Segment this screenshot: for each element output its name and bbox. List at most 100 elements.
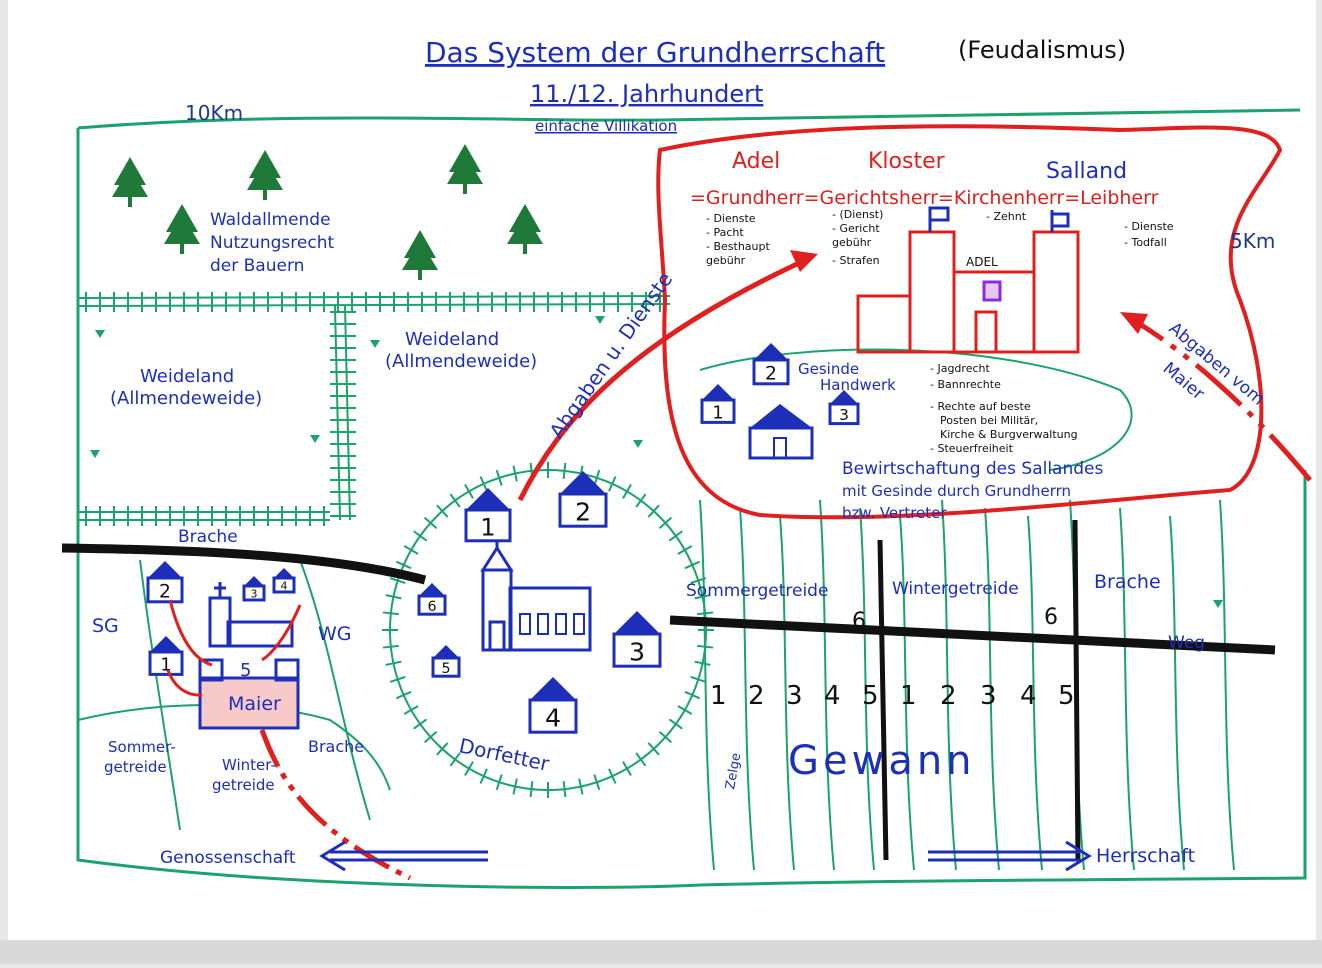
maier-label: Maier: [228, 693, 281, 715]
svg-text:4: 4: [1020, 681, 1037, 711]
salland-label: Salland: [1046, 159, 1127, 184]
house-number: 3: [839, 406, 849, 424]
tree-icon: [112, 157, 148, 207]
svg-text:Sommer-: Sommer-: [108, 738, 176, 756]
salland-hill: [699, 348, 1133, 471]
svg-text:1: 1: [900, 681, 917, 711]
house-number: 1: [160, 656, 171, 676]
genossenschaft-arrow: [319, 840, 488, 872]
herrschaft-arrow: [928, 840, 1092, 872]
maier-number: 5: [240, 660, 251, 681]
wg-label: WG: [318, 623, 352, 645]
castle-label: ADEL: [966, 255, 998, 269]
svg-text:3: 3: [786, 681, 803, 711]
svg-text:gebühr: gebühr: [832, 236, 872, 249]
svg-text:- Strafen: - Strafen: [832, 254, 880, 267]
grass-mark: [310, 435, 320, 443]
six-left: 6: [852, 609, 866, 634]
wintergetreide-label: Wintergetreide: [892, 579, 1019, 599]
road-left: [61, 543, 427, 585]
gesinde-house: [748, 404, 814, 460]
gesinde-label: Gesinde: [798, 360, 859, 378]
subtitle-2: einfache Villikation: [535, 117, 677, 135]
grass-mark: [90, 450, 100, 458]
svg-text:- Bannrechte: - Bannrechte: [930, 378, 1001, 391]
svg-text:3: 3: [980, 681, 997, 711]
genossenschaft-label: Genossenschaft: [160, 848, 296, 868]
svg-text:gebühr: gebühr: [706, 254, 746, 267]
kloster-label: Kloster: [868, 149, 946, 174]
weg-label: Weg: [1168, 633, 1205, 653]
fence-brache: [78, 511, 330, 521]
brache-right-label: Brache: [1094, 571, 1161, 593]
gewann-label: Gewann: [788, 738, 976, 784]
house-number: 4: [545, 704, 561, 733]
dorfetter-ring: [389, 469, 707, 791]
house-number: 2: [159, 582, 171, 603]
svg-text:- Gericht: - Gericht: [832, 222, 880, 235]
svg-text:- (Dienst): - (Dienst): [832, 208, 883, 221]
grass-mark: [595, 316, 605, 324]
maier-farm: Maier 5: [198, 658, 300, 730]
paper: [8, 0, 1316, 940]
tree-icon: [507, 204, 543, 254]
small-church: [208, 582, 294, 648]
house-icon: 3: [828, 390, 860, 426]
house-icon: 1: [464, 488, 512, 543]
church-windows: [519, 613, 585, 635]
svg-text:4: 4: [824, 681, 841, 711]
salland-boundary: [656, 124, 1283, 520]
svg-text:- Steuerfreiheit: - Steuerfreiheit: [930, 442, 1014, 455]
castle: [856, 206, 1080, 354]
herrschaft-label: Herrschaft: [1096, 845, 1195, 867]
svg-text:der Bauern: der Bauern: [210, 256, 304, 276]
svg-text:Nutzungsrecht: Nutzungsrecht: [210, 233, 334, 253]
adel-label: Adel: [732, 149, 780, 174]
grass-mark: [1213, 600, 1223, 608]
arrow-head-abgaben: [790, 250, 818, 272]
svg-text:- Dienste: - Dienste: [1124, 220, 1174, 233]
house-icon: 1: [700, 384, 736, 424]
arrow-houses-to-maier: [166, 599, 302, 697]
gewann-divider-2: [1072, 519, 1081, 861]
pasture-mid-label: Weideland (Allmendeweide): [385, 329, 537, 372]
salland-houses: 1 2 3: [700, 343, 860, 460]
pasture-left-label: Weideland (Allmendeweide): [110, 366, 262, 409]
house-number: 5: [441, 661, 450, 677]
house-icon: 1: [148, 636, 184, 676]
grass-mark: [95, 330, 105, 338]
svg-text:getreide: getreide: [104, 758, 167, 776]
sommergetreide-label: Sommergetreide: [686, 581, 828, 601]
house-number: 3: [629, 638, 645, 667]
tree-icon: [447, 144, 483, 194]
house-icon: 2: [146, 561, 184, 604]
handwerk-label: Handwerk: [820, 376, 896, 394]
svg-text:5: 5: [862, 681, 879, 711]
svg-text:- Rechte auf beste: - Rechte auf beste: [930, 400, 1031, 413]
house-number: 1: [712, 404, 723, 424]
scale-5km: 5Km: [1230, 229, 1275, 253]
svg-text:2: 2: [940, 681, 957, 711]
house-icon: 5: [431, 645, 461, 678]
gewann-divider-1: [877, 539, 889, 861]
subtitle: 11./12. Jahrhundert: [530, 80, 763, 108]
svg-text:- Zehnt: - Zehnt: [986, 210, 1027, 223]
grass-mark: [633, 440, 643, 448]
svg-text:- Pacht: - Pacht: [706, 226, 744, 239]
paper-edge: [0, 940, 1322, 964]
scale-10km: 10Km: [185, 101, 243, 125]
svg-text:Bewirtschaftung des Sallandes: Bewirtschaftung des Sallandes: [842, 459, 1104, 479]
six-right: 6: [1044, 605, 1058, 630]
svg-text:- Dienste: - Dienste: [706, 212, 756, 225]
svg-text:1: 1: [710, 681, 727, 711]
tree-icon: [247, 150, 283, 200]
house-icon: 2: [752, 343, 790, 386]
tree-icon: [402, 230, 438, 280]
road-weg: [669, 615, 1276, 655]
fence-vertical: [334, 305, 351, 521]
